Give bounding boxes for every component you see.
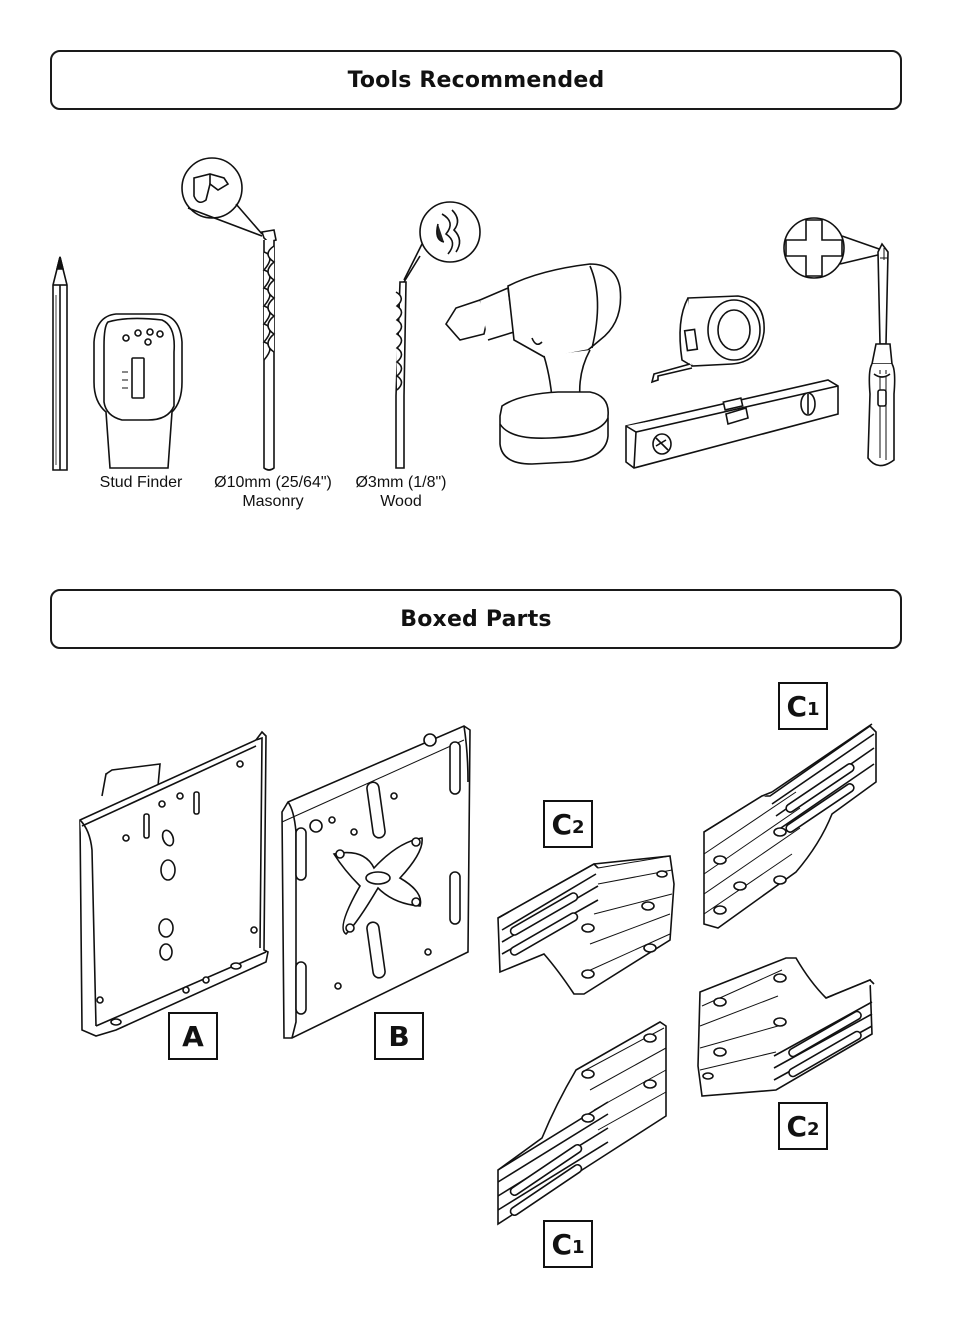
pencil-icon xyxy=(46,255,74,475)
masonry-drill-bit-icon xyxy=(180,156,290,472)
wood-bit-size: Ø3mm (1/8") xyxy=(355,474,447,491)
tape-measure-icon xyxy=(648,290,770,384)
stud-finder-label: Stud Finder xyxy=(99,474,183,491)
stud-finder-icon xyxy=(88,312,188,472)
vesa-plate-b-illustration xyxy=(274,722,474,1044)
part-label-b: B xyxy=(374,1012,424,1060)
masonry-bit-size: Ø10mm (25/64") xyxy=(214,474,332,491)
phillips-screwdriver-icon xyxy=(782,214,906,474)
arm-c2-left-illustration xyxy=(494,854,678,996)
part-label-a: A xyxy=(168,1012,218,1060)
arm-c1-bottom-illustration xyxy=(494,1020,672,1228)
arm-c1-top-illustration xyxy=(700,724,878,932)
masonry-bit-label: Ø10mm (25/64") Masonry xyxy=(198,473,348,511)
wood-drill-bit-icon xyxy=(386,200,486,472)
arm-c2-right-illustration xyxy=(694,956,878,1098)
wood-bit-label: Ø3mm (1/8") Wood xyxy=(340,473,462,511)
cordless-drill-icon xyxy=(440,258,630,472)
masonry-bit-type: Masonry xyxy=(242,493,304,510)
tools-recommended-header: Tools Recommended xyxy=(50,50,902,110)
boxed-parts-header: Boxed Parts xyxy=(50,589,902,649)
boxed-parts-title: Boxed Parts xyxy=(400,606,552,632)
tools-recommended-title: Tools Recommended xyxy=(347,67,605,93)
wood-bit-type: Wood xyxy=(380,493,422,510)
wall-plate-a-illustration xyxy=(76,730,272,1042)
spirit-level-icon xyxy=(622,374,844,474)
